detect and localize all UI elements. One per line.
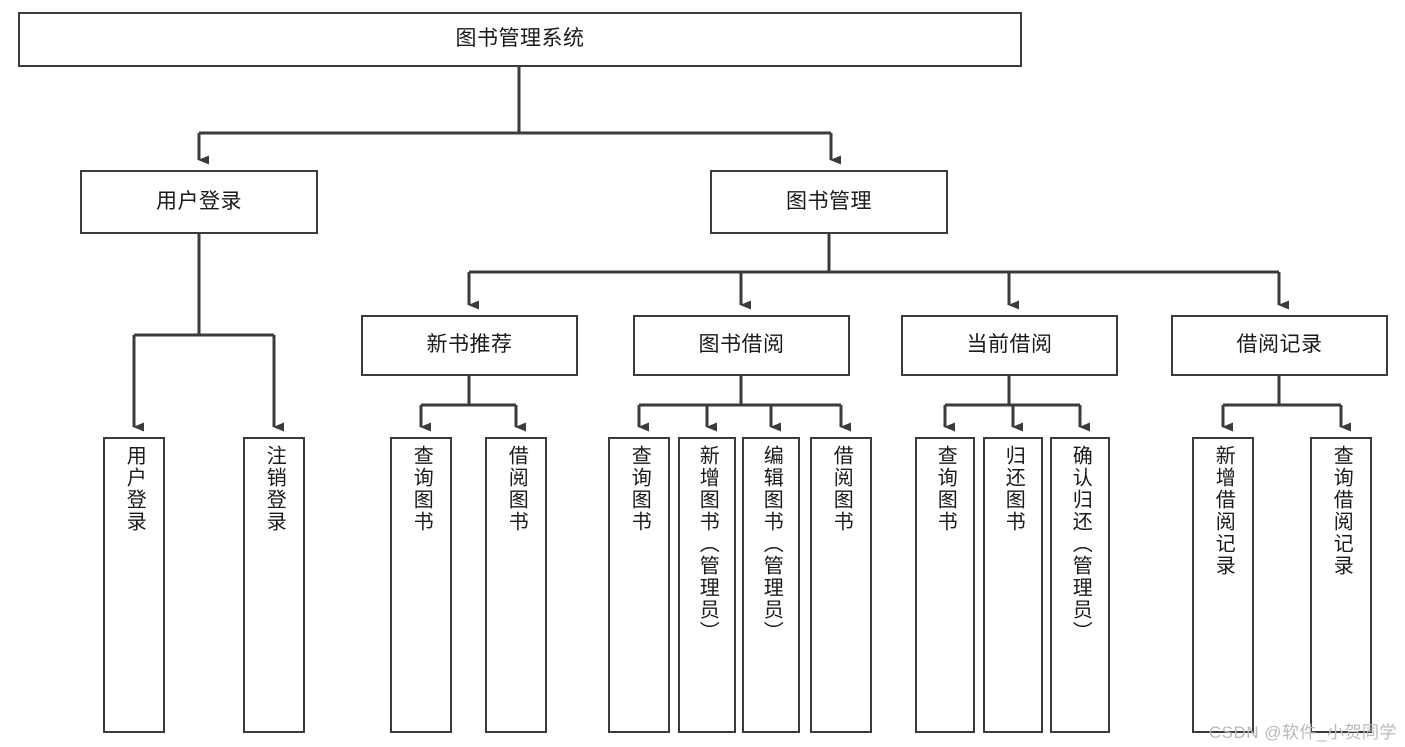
node-root-label: 图书管理系统 (455, 27, 585, 51)
node-leaf-query-book-2[interactable]: 查询图书 (608, 437, 670, 733)
node-leaf-edit-book-label: 编辑图书（管理员） (760, 445, 783, 643)
node-leaf-query-book-1[interactable]: 查询图书 (390, 437, 452, 733)
node-leaf-query-book-3[interactable]: 查询图书 (915, 437, 975, 733)
node-book-manage[interactable]: 图书管理 (710, 170, 948, 234)
node-leaf-logout[interactable]: 注销登录 (243, 437, 305, 733)
node-user-login-label: 用户登录 (156, 189, 242, 213)
node-current-borrow[interactable]: 当前借阅 (901, 315, 1118, 376)
watermark: CSDN @软件_小贺同学 (1208, 723, 1397, 742)
node-leaf-user-login[interactable]: 用户登录 (103, 437, 165, 733)
node-new-book-rec[interactable]: 新书推荐 (361, 315, 578, 376)
node-leaf-query-book-3-label: 查询图书 (934, 445, 957, 533)
node-leaf-user-login-label: 用户登录 (123, 445, 146, 533)
node-leaf-borrow-book-1[interactable]: 借阅图书 (485, 437, 547, 733)
node-leaf-add-record-label: 新增借阅记录 (1212, 445, 1235, 577)
node-leaf-confirm-return-label: 确认归还（管理员） (1069, 445, 1092, 643)
node-user-login[interactable]: 用户登录 (80, 170, 318, 234)
node-leaf-return-book-label: 归还图书 (1002, 445, 1025, 533)
node-leaf-borrow-book-1-label: 借阅图书 (505, 445, 528, 533)
node-leaf-query-book-1-label: 查询图书 (410, 445, 433, 533)
node-leaf-confirm-return[interactable]: 确认归还（管理员） (1050, 437, 1110, 733)
node-leaf-borrow-book-2-label: 借阅图书 (830, 445, 853, 533)
node-leaf-query-book-2-label: 查询图书 (628, 445, 651, 533)
node-book-borrow[interactable]: 图书借阅 (633, 315, 850, 376)
node-leaf-query-record-label: 查询借阅记录 (1330, 445, 1353, 577)
node-leaf-add-book[interactable]: 新增图书（管理员） (678, 437, 736, 733)
node-root[interactable]: 图书管理系统 (18, 12, 1022, 67)
node-new-book-rec-label: 新书推荐 (426, 333, 513, 357)
node-book-borrow-label: 图书借阅 (698, 333, 785, 357)
node-book-manage-label: 图书管理 (786, 189, 872, 213)
node-leaf-logout-label: 注销登录 (263, 445, 286, 533)
node-borrow-record[interactable]: 借阅记录 (1171, 315, 1388, 376)
node-leaf-add-record[interactable]: 新增借阅记录 (1192, 437, 1254, 733)
node-leaf-edit-book[interactable]: 编辑图书（管理员） (742, 437, 800, 733)
node-leaf-query-record[interactable]: 查询借阅记录 (1310, 437, 1372, 733)
node-leaf-add-book-label: 新增图书（管理员） (696, 445, 719, 643)
node-current-borrow-label: 当前借阅 (966, 333, 1053, 357)
node-leaf-return-book[interactable]: 归还图书 (983, 437, 1043, 733)
node-leaf-borrow-book-2[interactable]: 借阅图书 (810, 437, 872, 733)
node-borrow-record-label: 借阅记录 (1236, 333, 1323, 357)
